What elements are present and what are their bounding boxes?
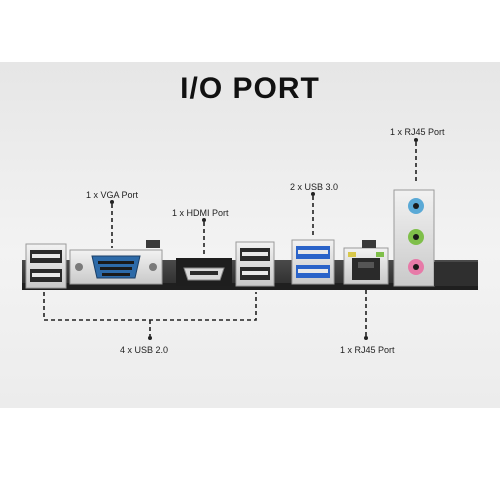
label-usb3: 2 x USB 3.0 — [290, 182, 339, 192]
leader-dot-usb3 — [311, 192, 315, 196]
label-vga-port: 1 x VGA Port — [86, 190, 139, 200]
usb3-stack — [291, 239, 335, 285]
label-hdmi-port: 1 x HDMI Port — [172, 208, 229, 218]
label-usb2: 4 x USB 2.0 — [120, 345, 169, 355]
usb2-stack-left — [25, 243, 67, 289]
usb2-stack-middle — [235, 241, 275, 287]
vga-port — [69, 249, 163, 285]
diagram-title: I/O PORT — [180, 72, 320, 105]
vga-bracket — [146, 240, 160, 248]
leader-usb2-bracket — [43, 292, 257, 321]
label-rj45-top: 1 x RJ45 Port — [390, 127, 445, 137]
label-rj45-bottom: 1 x RJ45 Port — [340, 345, 395, 355]
rj45-port — [343, 247, 389, 285]
leader-dot-hdmi — [202, 218, 206, 222]
hdmi-port — [176, 258, 232, 286]
leader-dot-rj45-top — [414, 138, 418, 142]
rj45-bracket — [362, 240, 376, 248]
board-tail — [434, 262, 478, 286]
leader-dot-rj45-bottom — [364, 336, 368, 340]
leader-dot-usb2 — [148, 336, 152, 340]
leader-dot-vga — [110, 200, 114, 204]
audio-jack-stack — [393, 189, 435, 287]
